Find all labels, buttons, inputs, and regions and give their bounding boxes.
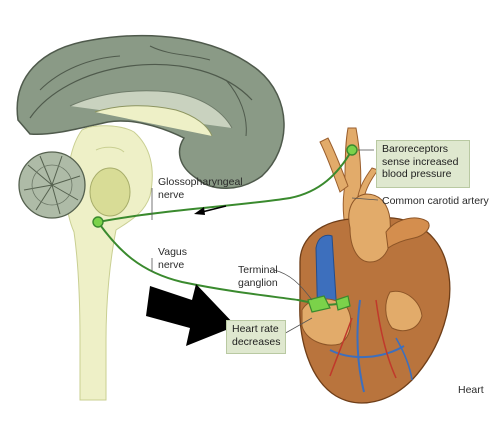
vagus-nerve-label: Vagus nerve	[158, 246, 187, 271]
heart-rate-callout-box	[226, 320, 286, 354]
cerebrum	[16, 34, 285, 189]
cerebellum	[18, 151, 86, 219]
small-arrow-icon	[194, 205, 227, 215]
heart-rate-label: Heart rate decreases	[232, 323, 281, 348]
big-black-arrow-icon	[146, 284, 236, 346]
glossopharyngeal-nerve-label: Glossopharyngeal nerve	[158, 176, 243, 201]
leader-lines	[151, 149, 379, 336]
baroreceptors-label: Baroreceptors sense increased blood pres…	[382, 143, 459, 180]
nerve-pathways	[92, 144, 358, 313]
heart-label: Heart	[458, 384, 484, 396]
terminal-ganglion-label: Terminal ganglion	[238, 264, 278, 289]
heart	[299, 193, 451, 404]
common-carotid-artery-label: Common carotid artery	[382, 195, 489, 207]
brainstem	[65, 125, 153, 401]
baroreceptors-callout-box	[376, 140, 470, 188]
